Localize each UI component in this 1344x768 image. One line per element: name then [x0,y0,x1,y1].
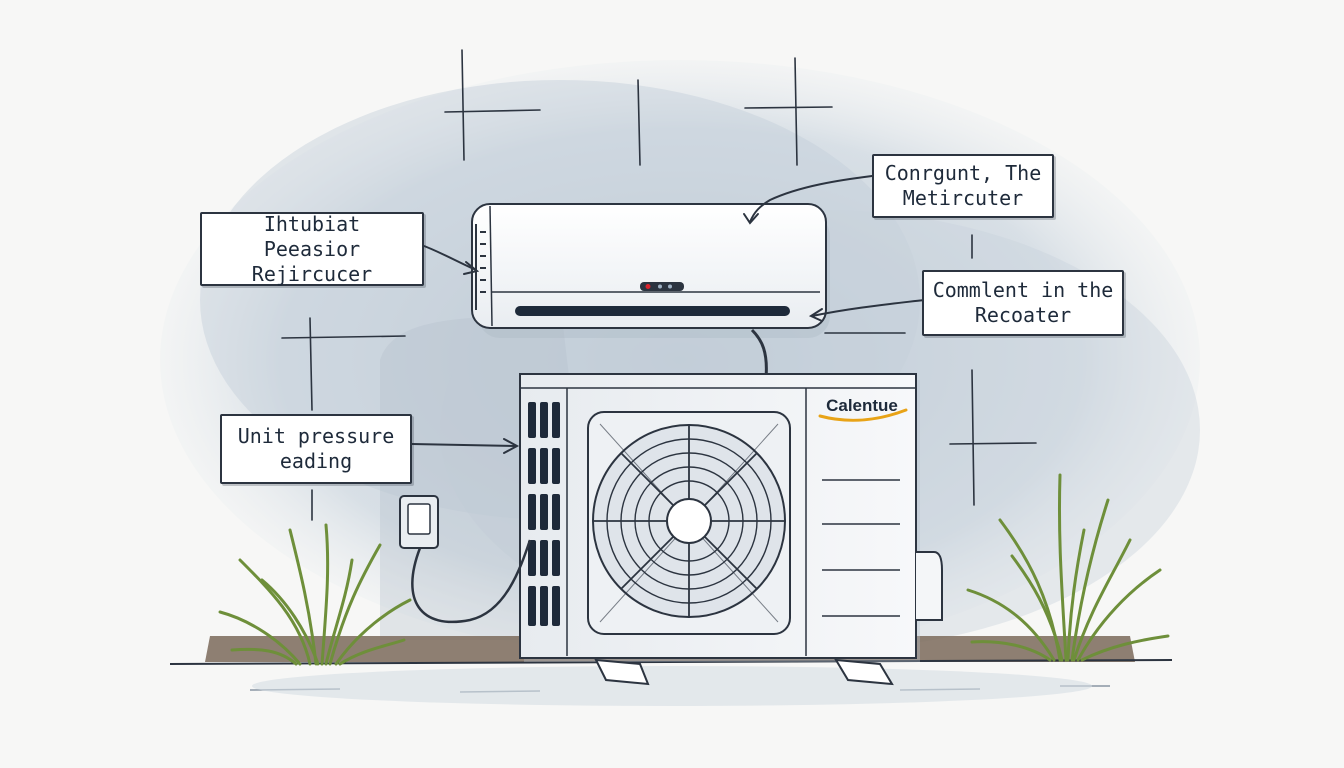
label-middle-right: Commlent in the Recoater [922,270,1124,336]
service-panel [822,479,900,617]
leader-middle-right [811,299,925,317]
unit-foot-left [594,658,650,686]
valve-cover [916,551,943,621]
unit-foot-right [834,658,894,686]
outdoor-side-vents [528,402,560,626]
indoor-unit [471,203,830,338]
leader-middle-left [411,443,517,447]
leader-top-right [749,175,873,223]
leader-lines [411,175,925,454]
refrigerant-pipe [750,328,768,379]
indoor-vent-slots [480,231,486,293]
grass-right [966,473,1170,662]
label-top-left: Ihtubiat Peeasior Rejircucer [200,212,424,286]
brand-logo-text: Calentue [826,396,898,415]
label-top-right: Conrgunt, The Metircuter [872,154,1054,218]
label-middle-left: Unit pressure eading [220,414,412,484]
wall-grid-lines [281,49,1037,521]
outdoor-unit [519,373,943,686]
leader-top-left [423,245,477,271]
grass-left [218,523,412,666]
brand-swoosh-icon [818,408,908,422]
indoor-air-outlet [515,306,790,316]
fan-grille-icon [587,411,791,635]
pressure-switch [399,495,532,623]
status-led-icon [645,284,651,289]
